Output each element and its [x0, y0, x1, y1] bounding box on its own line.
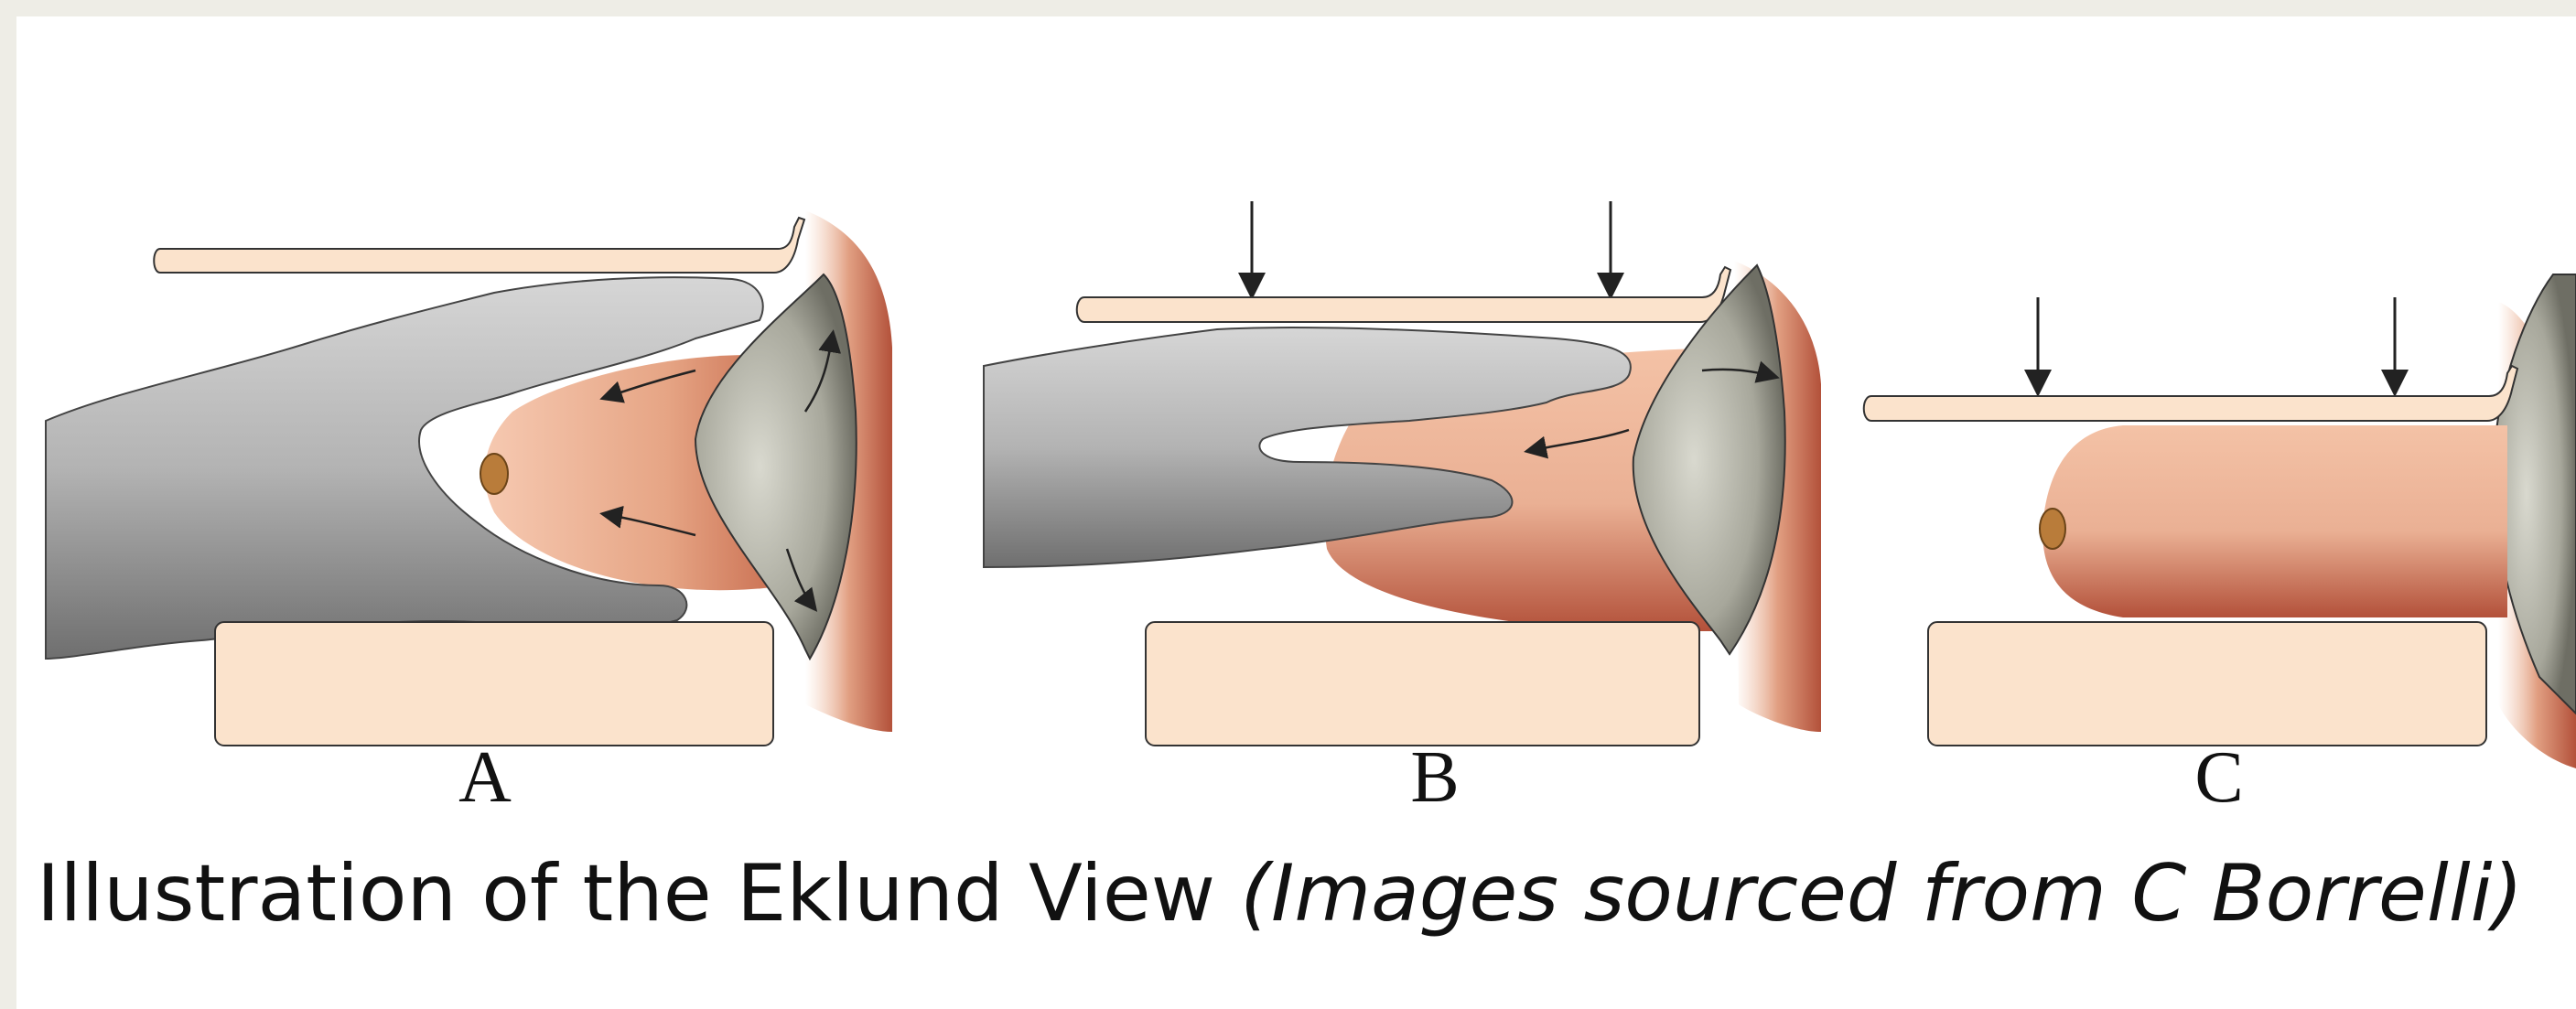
panel-label-a: A — [430, 741, 540, 814]
caption-main: Illustration of the Eklund View — [37, 848, 1215, 939]
panel-c-nipple — [2040, 509, 2065, 549]
panel-b-support-plate — [1146, 622, 1699, 746]
panel-a-support-plate — [215, 622, 773, 746]
figure-caption: Illustration of the Eklund View (Images … — [37, 851, 2562, 938]
panel-b-compression-plate — [1077, 267, 1730, 322]
panel-c-breast — [2042, 425, 2507, 617]
caption-credit: (Images sourced from C Borrelli) — [1240, 848, 2523, 939]
panel-b-drawing — [984, 201, 1821, 746]
panel-label-c: C — [2164, 741, 2274, 814]
panel-c-support-plate — [1928, 622, 2486, 746]
panel-c-compression-plate — [1864, 366, 2517, 421]
panel-label-b: B — [1380, 741, 1490, 814]
panel-c-drawing — [1864, 274, 2576, 768]
panel-a-drawing — [46, 210, 892, 746]
panel-a-nipple — [480, 454, 508, 494]
panel-a-compression-plate — [154, 218, 804, 273]
eklund-illustration — [0, 0, 2576, 823]
